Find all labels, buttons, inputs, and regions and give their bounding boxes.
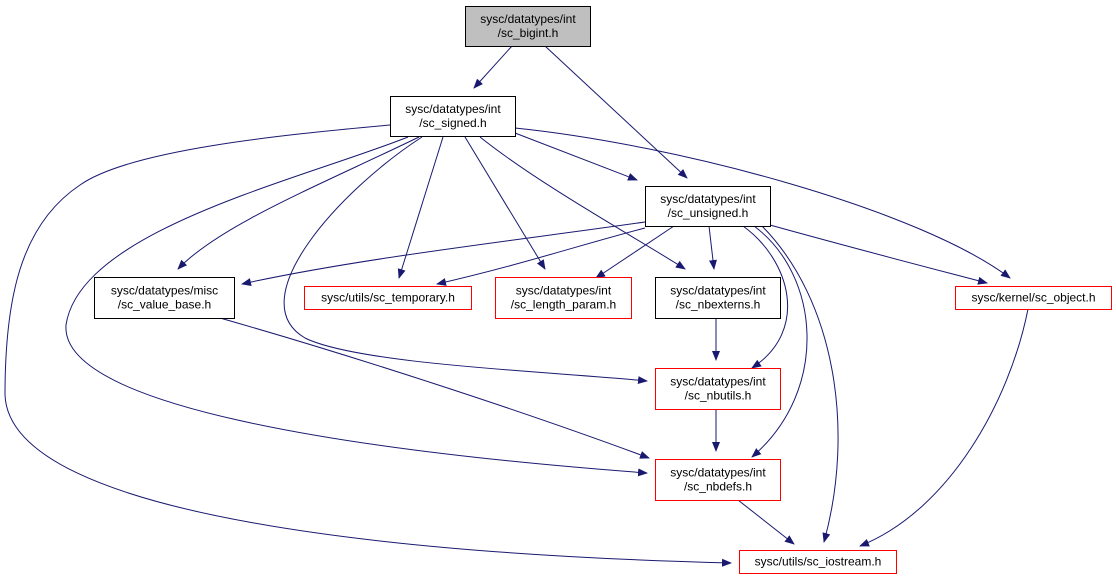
node-value-base[interactable]: sysc/datatypes/misc/sc_value_base.h <box>94 277 235 319</box>
node-box <box>645 186 771 227</box>
edge-signed-to-nbexterns <box>479 136 686 270</box>
edge-signed-to-object <box>514 127 1011 279</box>
edge-value_base-to-nbdefs <box>219 317 650 459</box>
node-object[interactable]: sysc/kernel/sc_object.h <box>955 286 1112 310</box>
edge-unsigned-to-nbutils <box>742 225 788 369</box>
node-box <box>739 550 897 574</box>
node-bigint[interactable]: sysc/datatypes/int/sc_bigint.h <box>465 6 591 47</box>
edge-signed-to-unsigned <box>514 132 638 181</box>
edge-bigint-to-unsigned <box>544 45 688 179</box>
node-box <box>390 96 516 137</box>
node-label-line2: /sc_value_base.h <box>118 298 211 312</box>
node-label-line2: /sc_nbutils.h <box>685 389 752 403</box>
node-label-line2: /sc_nbdefs.h <box>684 480 752 494</box>
node-label-line1: sysc/datatypes/int <box>660 192 756 206</box>
node-label-line2: /sc_nbexterns.h <box>676 298 761 312</box>
node-iostream[interactable]: sysc/utils/sc_iostream.h <box>739 550 897 574</box>
node-box <box>655 459 781 501</box>
node-label-line1: sysc/kernel/sc_object.h <box>971 291 1095 305</box>
node-label-line1: sysc/datatypes/int <box>480 12 576 26</box>
edge-unsigned-to-iostream <box>761 225 839 543</box>
edge-unsigned-to-length_param <box>595 225 675 279</box>
edge-signed-to-length_param <box>464 136 546 270</box>
node-nbexterns[interactable]: sysc/datatypes/int/sc_nbexterns.h <box>655 277 781 319</box>
node-label-line2: /sc_bigint.h <box>498 26 559 40</box>
edge-unsigned-to-temporary <box>436 227 646 286</box>
edge-signed-to-nbdefs <box>65 136 648 477</box>
node-label-line1: sysc/datatypes/int <box>670 284 766 298</box>
node-temporary[interactable]: sysc/utils/sc_temporary.h <box>304 286 472 310</box>
node-length-param[interactable]: sysc/datatypes/int/sc_length_param.h <box>495 277 632 319</box>
edges-layer <box>4 45 1029 567</box>
node-label-line2: /sc_unsigned.h <box>668 206 749 220</box>
edge-unsigned-to-value_base <box>241 221 646 286</box>
edge-signed-to-nbutils <box>283 136 648 385</box>
node-label-line1: sysc/datatypes/misc <box>111 284 218 298</box>
node-label-line2: /sc_signed.h <box>419 116 486 130</box>
node-nbutils[interactable]: sysc/datatypes/int/sc_nbutils.h <box>655 368 781 410</box>
node-nbdefs[interactable]: sysc/datatypes/int/sc_nbdefs.h <box>655 459 781 501</box>
edge-unsigned-to-nbdefs <box>751 225 808 458</box>
node-label-line2: /sc_length_param.h <box>511 298 616 312</box>
edge-bigint-to-signed <box>473 45 513 89</box>
edge-nbdefs-to-iostream <box>737 499 795 545</box>
node-unsigned[interactable]: sysc/datatypes/int/sc_unsigned.h <box>645 186 771 227</box>
nodes-layer: sysc/datatypes/int/sc_bigint.hsysc/datat… <box>94 6 1112 574</box>
node-box <box>94 277 235 319</box>
node-box <box>465 6 591 47</box>
node-label-line1: sysc/datatypes/int <box>670 466 766 480</box>
edge-object-to-iostream <box>859 308 1029 547</box>
edge-signed-to-value_base <box>177 136 420 270</box>
node-box <box>304 286 472 310</box>
node-label-line1: sysc/utils/sc_temporary.h <box>321 291 455 305</box>
node-label-line1: sysc/datatypes/int <box>516 284 612 298</box>
node-box <box>495 277 632 319</box>
node-box <box>955 286 1112 310</box>
node-box <box>655 277 781 319</box>
edge-unsigned-to-object <box>769 224 988 285</box>
edge-unsigned-to-nbexterns <box>708 225 717 270</box>
node-label-line1: sysc/utils/sc_iostream.h <box>755 555 882 569</box>
edge-signed-to-iostream <box>4 124 732 567</box>
node-box <box>655 368 781 410</box>
node-label-line1: sysc/datatypes/int <box>670 375 766 389</box>
node-signed[interactable]: sysc/datatypes/int/sc_signed.h <box>390 96 516 137</box>
edge-signed-to-temporary <box>397 136 444 279</box>
node-label-line1: sysc/datatypes/int <box>405 102 501 116</box>
